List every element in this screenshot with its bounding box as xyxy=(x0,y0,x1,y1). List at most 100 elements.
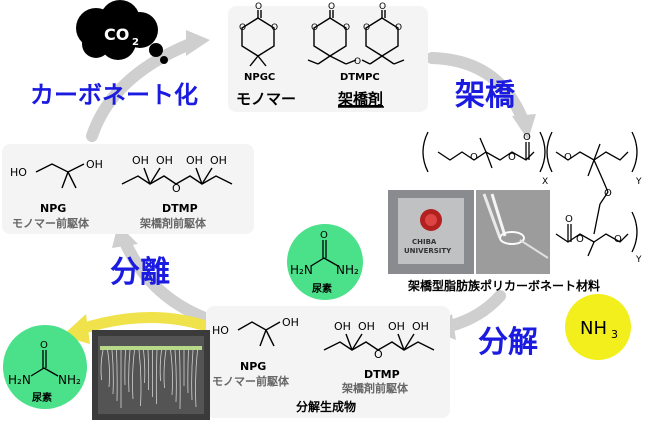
root-strand xyxy=(147,349,150,391)
dtmp-skeleton xyxy=(121,175,233,185)
product-dtmp-label: DTMP xyxy=(364,368,400,381)
dtmpc-left-ring-o-left: O xyxy=(311,23,318,33)
polymer-subscript-y1: Y xyxy=(635,177,642,187)
step-decomposition-label: 分解 xyxy=(478,325,538,360)
products-panel-caption: 分解生成物 xyxy=(296,399,356,414)
root-strand xyxy=(132,349,135,400)
urea-circle-left: O H₂N NH₂ 尿素 xyxy=(3,325,87,409)
npgc-label: NPGC xyxy=(244,72,275,83)
product-npg-skeleton xyxy=(237,321,281,331)
ammonia-circle: NH 3 xyxy=(565,294,631,360)
root-strand xyxy=(128,349,131,393)
npg-caption: モノマー前駆体 xyxy=(12,216,90,230)
urea-circle-top: O H₂N NH₂ 尿素 xyxy=(287,224,363,300)
product-dtmp-ether-o: O xyxy=(374,348,383,361)
polymer-o-2: O xyxy=(508,152,516,163)
urea-left-carbonyl-o: O xyxy=(40,340,48,351)
products-panel: HO OH OH OH OH OH O NPG モノマー前駆体 DTMP 架橋剤… xyxy=(206,306,450,418)
photo-text-chiba: CHIBA xyxy=(412,238,437,246)
npg-hydroxyl-right: OH xyxy=(86,158,103,171)
product-dtmp-skeleton xyxy=(323,341,435,351)
root-strand xyxy=(107,349,110,388)
product-dtmp-oh-2: OH xyxy=(358,320,375,333)
monomer-caption: モノマー xyxy=(236,90,296,108)
root-strand xyxy=(174,349,177,403)
root-strand xyxy=(163,349,167,389)
urea-top-h2n: H₂N xyxy=(290,263,313,277)
root-strand xyxy=(138,349,142,407)
product-dtmp-oh-4: OH xyxy=(412,320,429,333)
arrow-monomer-to-polymer xyxy=(426,52,528,124)
npgc-ring-o-right: O xyxy=(271,23,278,33)
polymer-o-7: O xyxy=(565,214,573,225)
monomer-panel: O O O O O O O O O O NPGC DTMPC モノマー 架橋剤 xyxy=(228,2,428,112)
step-crosslinking-label: 架橋 xyxy=(455,78,516,113)
root-strand xyxy=(191,349,194,401)
npgc-ring-o-left: O xyxy=(239,23,246,33)
dtmp-caption: 架橋剤前駆体 xyxy=(139,216,207,230)
polymer-structure: O O O O O O O O X Y Y xyxy=(422,131,642,265)
dtmpc-ether-o: O xyxy=(354,57,361,67)
polymer-o-1: O xyxy=(470,152,478,163)
dtmp-oh-2: OH xyxy=(156,154,173,167)
photo-text-university: UNIVERSITY xyxy=(404,247,452,255)
root-strand xyxy=(155,349,158,405)
polymer-material-caption: 架橋型脂肪族ポリカーボネート材料 xyxy=(407,278,600,293)
npg-hydroxyl-left: HO xyxy=(10,166,27,179)
dtmpc-label: DTMPC xyxy=(340,72,380,83)
plant-growth-photo xyxy=(92,330,210,420)
product-dtmp-caption: 架橋剤前駆体 xyxy=(341,381,409,395)
root-strand xyxy=(124,349,126,386)
urea-left-h2n: H₂N xyxy=(8,373,31,387)
urea-top-nh2: NH₂ xyxy=(336,263,359,277)
crosslinker-caption: 架橋剤 xyxy=(337,90,383,108)
dtmpc-right-carbonyl-o: O xyxy=(379,2,386,12)
arrow-polymer-to-products xyxy=(444,290,506,332)
urea-left-nh2: NH₂ xyxy=(58,373,81,387)
root-strand xyxy=(143,349,146,384)
arrow-precursors-to-monomer xyxy=(86,38,196,142)
product-dtmp-oh-3: OH xyxy=(388,320,405,333)
npg-label: NPG xyxy=(40,202,66,215)
step-carbonation-label: カーボネート化 xyxy=(30,81,198,109)
product-npg-hydroxyl-right: OH xyxy=(282,316,299,329)
product-npg-hydroxyl-left: HO xyxy=(212,324,229,337)
co2-cloud: CO 2 xyxy=(76,0,168,64)
dtmpc-left-carbonyl-o: O xyxy=(328,2,335,12)
urea-left-caption: 尿素 xyxy=(32,391,52,404)
arrowhead-carbonation xyxy=(186,30,210,56)
npg-skeleton xyxy=(35,163,85,173)
urea-top-caption: 尿素 xyxy=(312,282,332,295)
dtmp-oh-4: OH xyxy=(210,154,227,167)
root-strand xyxy=(159,349,162,382)
product-dtmp-oh-1: OH xyxy=(334,320,351,333)
polymer-o-8: O xyxy=(614,234,622,245)
material-photo-film: CHIBA UNIVERSITY xyxy=(388,190,474,274)
dtmp-oh-1: OH xyxy=(132,154,149,167)
co2-label: CO xyxy=(104,25,129,44)
dtmpc-left-ring-o-right: O xyxy=(343,23,350,33)
product-npg-label: NPG xyxy=(240,360,266,373)
polymer-subscript-y2: Y xyxy=(635,255,642,265)
dtmp-oh-3: OH xyxy=(186,154,203,167)
co2-subscript: 2 xyxy=(132,37,139,48)
polymer-o-6: O xyxy=(576,234,584,245)
step-separation-label: 分離 xyxy=(110,255,170,290)
dtmp-label: DTMP xyxy=(162,202,198,215)
arrowhead-crosslinking xyxy=(512,114,536,140)
nh3-subscript: 3 xyxy=(611,328,618,341)
root-strand xyxy=(116,349,118,402)
polymer-o-3: O xyxy=(523,132,531,143)
dtmpc-right-ring-o-right: O xyxy=(395,23,402,33)
nh3-label: NH xyxy=(580,318,607,339)
root-strand xyxy=(179,349,181,410)
root-strand xyxy=(111,349,114,395)
root-strand xyxy=(195,349,198,408)
polymer-o-4: O xyxy=(564,152,572,163)
precursor-panel: HO OH OH OH OH OH O NPG モノマー前駆体 DTMP 架橋剤… xyxy=(2,144,254,234)
arrow-products-to-precursors xyxy=(119,236,216,326)
polymer-o-5: O xyxy=(604,188,612,199)
cycle-arrows xyxy=(86,38,528,332)
root-strand xyxy=(187,349,189,394)
